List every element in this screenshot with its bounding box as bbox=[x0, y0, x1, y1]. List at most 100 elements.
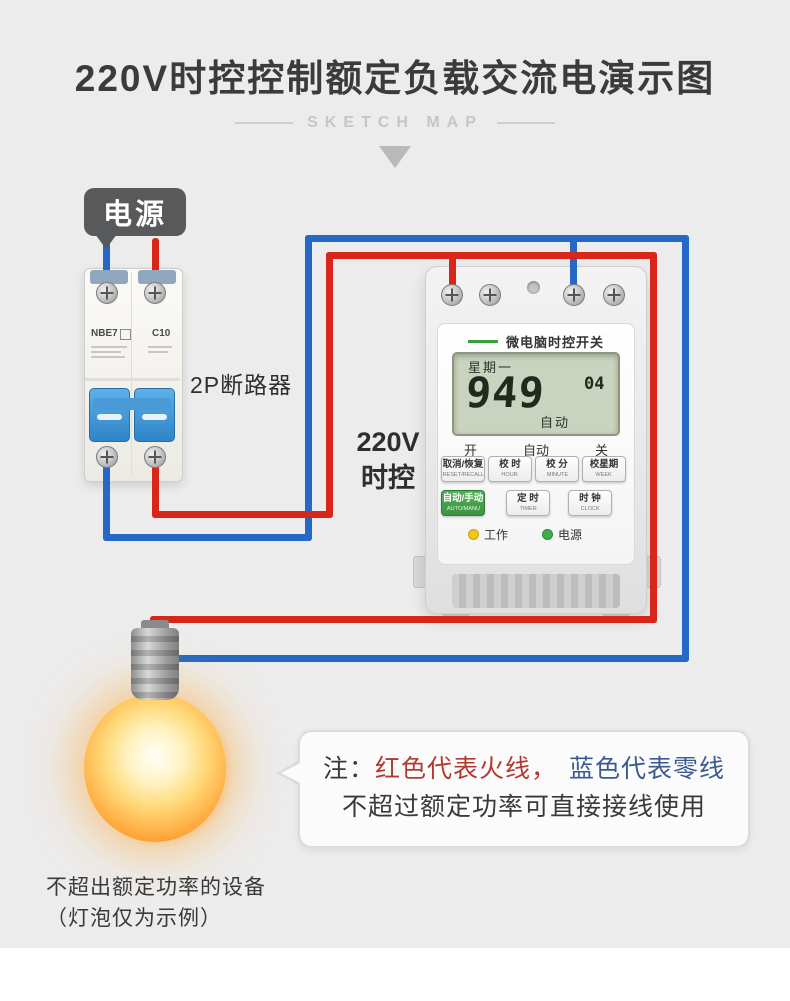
button-label-cn: 校 时 bbox=[499, 459, 521, 471]
hour-button: 校 时 HOUR bbox=[488, 456, 532, 482]
button-label-en: RESET/RECALL bbox=[442, 471, 484, 478]
work-indicator-label: 工作 bbox=[484, 528, 509, 542]
breaker-cert-mark bbox=[120, 329, 131, 340]
wire-neutral-top-run bbox=[305, 235, 689, 242]
bulb-screw-base bbox=[131, 628, 179, 700]
breaker-band bbox=[85, 378, 180, 381]
wire-live-riser bbox=[326, 252, 333, 518]
button-label-en: MINUTE bbox=[546, 471, 568, 478]
note-live-text: 红色代表火线， bbox=[374, 755, 557, 783]
note-bubble-tail-fill bbox=[281, 762, 302, 784]
breaker-fine-print bbox=[91, 346, 127, 348]
wire-neutral-to-bulb bbox=[168, 655, 689, 662]
breaker-fine-print bbox=[148, 351, 168, 353]
button-label-cn: 校星期 bbox=[589, 459, 619, 471]
timer-vent-ribs bbox=[452, 574, 620, 608]
caption-line1: 不超出额定功率的设备 bbox=[46, 876, 266, 899]
light-bulb bbox=[84, 694, 226, 842]
timer-side-label-line1: 220V bbox=[356, 427, 420, 457]
wire-live-to-timer bbox=[449, 252, 456, 292]
state-off-label: 关 bbox=[594, 443, 608, 458]
button-label-cn: 时 钟 bbox=[579, 493, 601, 505]
power-source-badge: 电源 bbox=[84, 188, 186, 236]
wire-live-to-bulb bbox=[150, 616, 657, 623]
button-label-cn: 校 分 bbox=[546, 459, 568, 471]
bottom-white-strip bbox=[0, 948, 790, 1001]
timer-lcd-screen bbox=[452, 352, 620, 436]
power-badge-tail bbox=[95, 234, 117, 249]
breaker-terminal-screw bbox=[96, 282, 118, 304]
bulb-caption: 不超出额定功率的设备 （灯泡仅为示例） bbox=[46, 872, 266, 934]
timer-terminal-screw bbox=[603, 284, 625, 306]
breaker-handle-tie-bar bbox=[93, 398, 171, 410]
wire-neutral-breaker-bottom bbox=[103, 455, 110, 541]
button-label-en: AUTO/MANU bbox=[446, 505, 480, 512]
wire-live-right-drop bbox=[650, 252, 657, 623]
power-led-icon bbox=[542, 529, 553, 540]
timer-terminal-screw bbox=[479, 284, 501, 306]
breaker-terminal-cap bbox=[90, 270, 128, 284]
lcd-mode-text: 自动 bbox=[540, 415, 571, 430]
page-subtitle: SKETCH MAP bbox=[307, 114, 483, 131]
breaker-handle-slot bbox=[97, 414, 122, 420]
lcd-seconds-digits: 04 bbox=[584, 374, 605, 394]
breaker-fine-print bbox=[91, 356, 125, 358]
wire-live-bottom-run bbox=[152, 511, 333, 518]
button-label-en: TIMER bbox=[519, 505, 537, 512]
wire-neutral-bottom-run bbox=[103, 534, 312, 541]
breaker-terminal-cap bbox=[138, 270, 176, 284]
wire-live-top-run bbox=[326, 252, 657, 259]
timer-header: 微电脑时控开关 bbox=[437, 332, 635, 351]
timer-side-label: 220V 时控 bbox=[346, 424, 430, 496]
button-label-cn: 自动/手动 bbox=[442, 493, 484, 505]
divider-line bbox=[235, 122, 294, 124]
timer-product-name: 微电脑时控开关 bbox=[505, 335, 604, 350]
page-title: 220V时控控制额定负载交流电演示图 bbox=[74, 58, 716, 99]
lcd-state-row: 开 自动 关 bbox=[452, 440, 620, 459]
breaker-brand: NBE7 bbox=[91, 328, 118, 339]
wire-neutral-to-breaker-top bbox=[103, 238, 110, 296]
breaker-terminal-screw bbox=[144, 282, 166, 304]
breaker-terminal-screw bbox=[144, 446, 166, 468]
clock-button: 时 钟 CLOCK bbox=[568, 490, 612, 516]
breaker-model: C10 bbox=[152, 328, 171, 339]
power-indicator: 电源 bbox=[542, 526, 582, 543]
week-button: 校星期 WEEK bbox=[582, 456, 626, 482]
button-label-en: WEEK bbox=[595, 471, 613, 478]
work-led-icon bbox=[468, 529, 479, 540]
divider-line bbox=[496, 122, 555, 124]
lcd-time-digits: 949 bbox=[464, 368, 547, 417]
breaker-pole-divider bbox=[131, 272, 132, 476]
timer-button: 定 时 TIMER bbox=[506, 490, 550, 516]
button-label-en: CLOCK bbox=[580, 505, 600, 512]
breaker-fine-print bbox=[91, 351, 121, 353]
caption-line2: （灯泡仅为示例） bbox=[46, 907, 222, 930]
wire-neutral-right-drop bbox=[682, 235, 689, 662]
button-label-cn: 取消/恢复 bbox=[442, 459, 484, 471]
wire-live-to-breaker-top bbox=[152, 238, 159, 296]
timer-terminal-screw bbox=[441, 284, 463, 306]
down-arrow-icon bbox=[379, 146, 411, 168]
wire-neutral-to-timer bbox=[570, 235, 577, 292]
green-accent-line bbox=[467, 340, 498, 343]
button-label-cn: 定 时 bbox=[517, 493, 539, 505]
note-prefix: 注： bbox=[322, 755, 375, 783]
sketch-map-row: SKETCH MAP bbox=[0, 114, 790, 132]
wire-live-breaker-bottom bbox=[152, 455, 159, 518]
lcd-day-text: 星期一 bbox=[468, 360, 514, 375]
note-line1: 注：红色代表火线， 蓝色代表零线 bbox=[300, 750, 748, 788]
breaker-handle-slot bbox=[142, 414, 167, 420]
state-on-label: 开 bbox=[464, 443, 478, 458]
timer-terminal-screw bbox=[563, 284, 585, 306]
auto-manual-button: 自动/手动 AUTO/MANU bbox=[441, 490, 485, 516]
breaker-label: 2P断路器 bbox=[190, 372, 293, 398]
note-bubble: 注：红色代表火线，蓝色代表零线 不超过额定功率可直接接线使用 bbox=[298, 730, 750, 848]
work-indicator: 工作 bbox=[468, 526, 508, 543]
breaker-terminal-screw bbox=[96, 446, 118, 468]
circuit-breaker bbox=[84, 268, 183, 482]
note-neutral-text: 蓝色代表零线 bbox=[569, 755, 726, 783]
power-indicator-label: 电源 bbox=[558, 528, 583, 542]
breaker-fine-print bbox=[148, 346, 172, 348]
timer-side-label-line2: 时控 bbox=[361, 463, 415, 493]
